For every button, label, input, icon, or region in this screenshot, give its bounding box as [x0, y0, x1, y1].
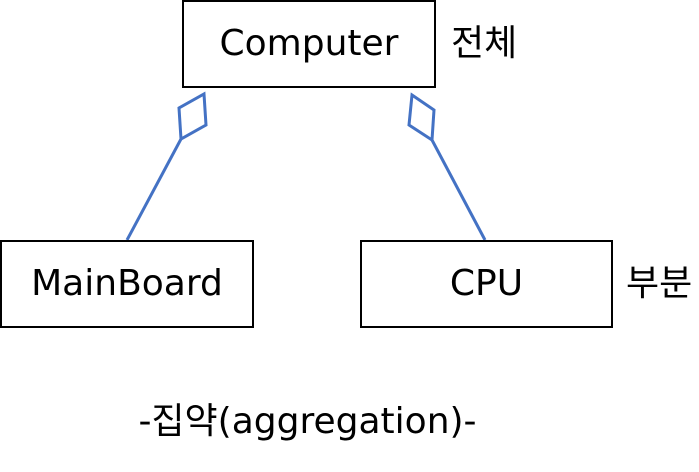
class-name-cpu: CPU	[449, 263, 524, 304]
connector-cpu-to-computer[interactable]	[407, 92, 487, 241]
aggregation-line-mainboard	[125, 138, 183, 241]
class-box-computer[interactable]: Computer	[182, 0, 436, 88]
aggregation-diamond-cpu-icon	[407, 92, 436, 143]
aggregation-line-cpu	[430, 139, 487, 241]
whole-label: 전체	[451, 23, 518, 64]
connector-mainboard-to-computer[interactable]	[125, 91, 208, 241]
diagram-caption: -집약(aggregation)-	[138, 401, 477, 442]
class-name-computer: Computer	[219, 23, 399, 64]
class-box-mainboard[interactable]: MainBoard	[0, 240, 254, 328]
aggregation-diamond-mainboard-icon	[177, 91, 208, 142]
part-label: 부분	[626, 263, 693, 304]
class-name-mainboard: MainBoard	[31, 263, 223, 304]
class-box-cpu[interactable]: CPU	[360, 240, 613, 328]
